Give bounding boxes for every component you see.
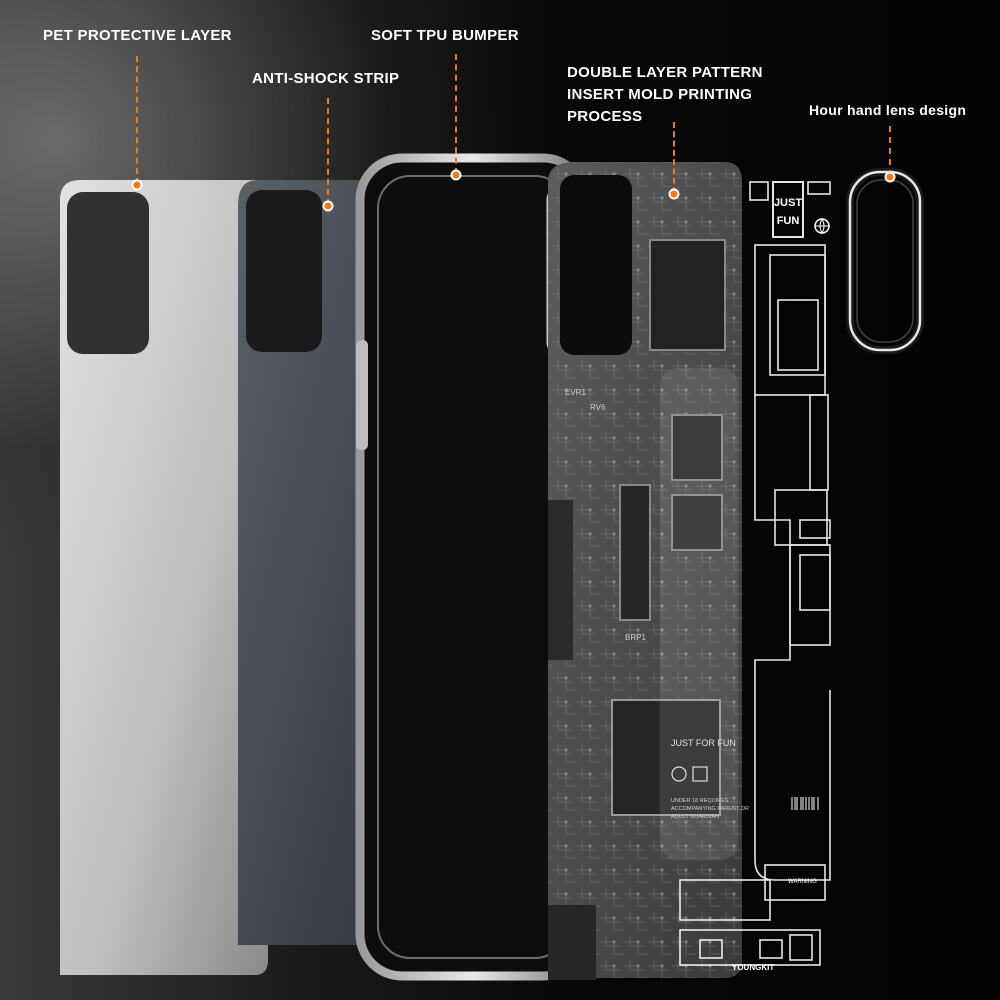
- pet-camera-cutout: [67, 192, 149, 354]
- line-art-layer: [679, 181, 831, 966]
- tpu-bumper-button: [356, 340, 368, 450]
- airplane-icon: [671, 766, 687, 782]
- leader-printing: [673, 122, 675, 193]
- chip-label-rv6: RV6: [590, 403, 606, 412]
- callout-soft-tpu-bumper: SOFT TPU BUMPER: [371, 27, 519, 44]
- callout-anti-shock-strip: ANTI-SHOCK STRIP: [252, 70, 400, 87]
- leader-bumper: [455, 54, 457, 174]
- callout-double-layer-pattern: DOUBLE LAYER PATTERN INSERT MOLD PRINTIN…: [567, 64, 763, 125]
- just-fun-line-2: FUN: [777, 215, 800, 227]
- leader-pet: [136, 56, 138, 184]
- leader-anti-shock: [327, 98, 329, 205]
- just-fun-logo-box: [772, 181, 804, 238]
- chip-label-evr1: EVR1: [565, 388, 586, 397]
- leader-lens: [889, 126, 891, 176]
- ce-mark-icon: [692, 766, 708, 782]
- brand-text: YOUNGKIT: [732, 963, 774, 972]
- marker-dot-lens: [884, 171, 896, 183]
- marker-dot-anti-shock: [322, 200, 334, 212]
- callout-hour-hand-lens: Hour hand lens design: [809, 102, 967, 118]
- marker-dot-pet: [131, 179, 143, 191]
- shell-camera-cutout: [560, 175, 632, 355]
- callout-pet-protective-layer: PET PROTECTIVE LAYER: [43, 27, 232, 44]
- marker-dot-printing: [668, 188, 680, 200]
- hour-hand-lens-ring: [846, 168, 924, 354]
- just-for-fun-text: JUST FOR FUN: [671, 738, 736, 748]
- just-fun-line-1: JUST: [774, 197, 802, 209]
- barcode: [791, 797, 819, 810]
- warning-text: WARNING: [788, 879, 817, 885]
- chip-label-brp1: BRP1: [625, 633, 646, 642]
- age-notice-line-1: UNDER 18 REQUIRES: [671, 798, 729, 804]
- marker-dot-bumper: [450, 169, 462, 181]
- age-notice-line-3: ADULT GUARDIAN: [671, 814, 719, 820]
- anti-shock-camera-cutout: [246, 190, 322, 352]
- age-notice-line-2: ACCOMPANYING PARENT OR: [671, 806, 749, 812]
- pet-protective-layer: [60, 180, 268, 975]
